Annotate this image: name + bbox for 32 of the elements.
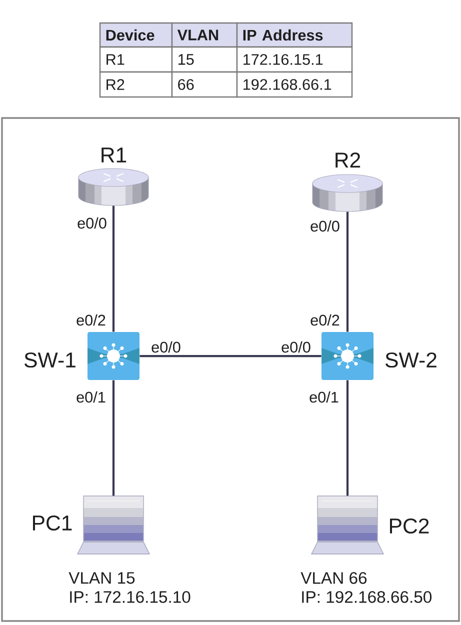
table-cell: 15 bbox=[171, 46, 238, 73]
port-label: e0/0 bbox=[78, 217, 106, 229]
connection-line bbox=[140, 354, 322, 358]
table-header-cell: IP Address bbox=[236, 22, 353, 48]
port-label: e0/0 bbox=[152, 341, 180, 353]
device-label: SW-1 bbox=[24, 352, 76, 368]
port-label: e0/2 bbox=[76, 314, 106, 326]
table-header-cell: VLAN bbox=[171, 22, 238, 48]
node-caption: IP: 192.168.66.50 bbox=[302, 591, 432, 603]
connection-line bbox=[112, 206, 115, 332]
table-cell: 66 bbox=[171, 71, 238, 98]
device-label: PC2 bbox=[390, 518, 429, 534]
port-label: e0/1 bbox=[310, 391, 338, 403]
table-cell: R1 bbox=[99, 46, 173, 73]
node-caption: VLAN 66 bbox=[300, 572, 367, 584]
device-label: SW-2 bbox=[386, 352, 436, 368]
table-cell: 172.16.15.1 bbox=[236, 46, 353, 73]
device-label: R1 bbox=[102, 148, 126, 162]
node-caption: VLAN 15 bbox=[68, 572, 135, 584]
table-header-cell: Device bbox=[99, 22, 173, 48]
device-label: PC1 bbox=[33, 515, 72, 531]
port-label: e0/1 bbox=[76, 391, 106, 403]
device-label: R2 bbox=[336, 152, 360, 168]
connection-line bbox=[346, 380, 349, 496]
connection-line bbox=[346, 212, 349, 332]
node-caption: IP: 172.16.15.10 bbox=[70, 591, 190, 603]
table-cell: R2 bbox=[99, 71, 173, 98]
port-label: e0/2 bbox=[310, 314, 340, 326]
port-label: e0/0 bbox=[282, 341, 310, 353]
connection-line bbox=[112, 380, 115, 496]
port-label: e0/0 bbox=[310, 220, 340, 232]
table-cell: 192.168.66.1 bbox=[236, 71, 353, 98]
